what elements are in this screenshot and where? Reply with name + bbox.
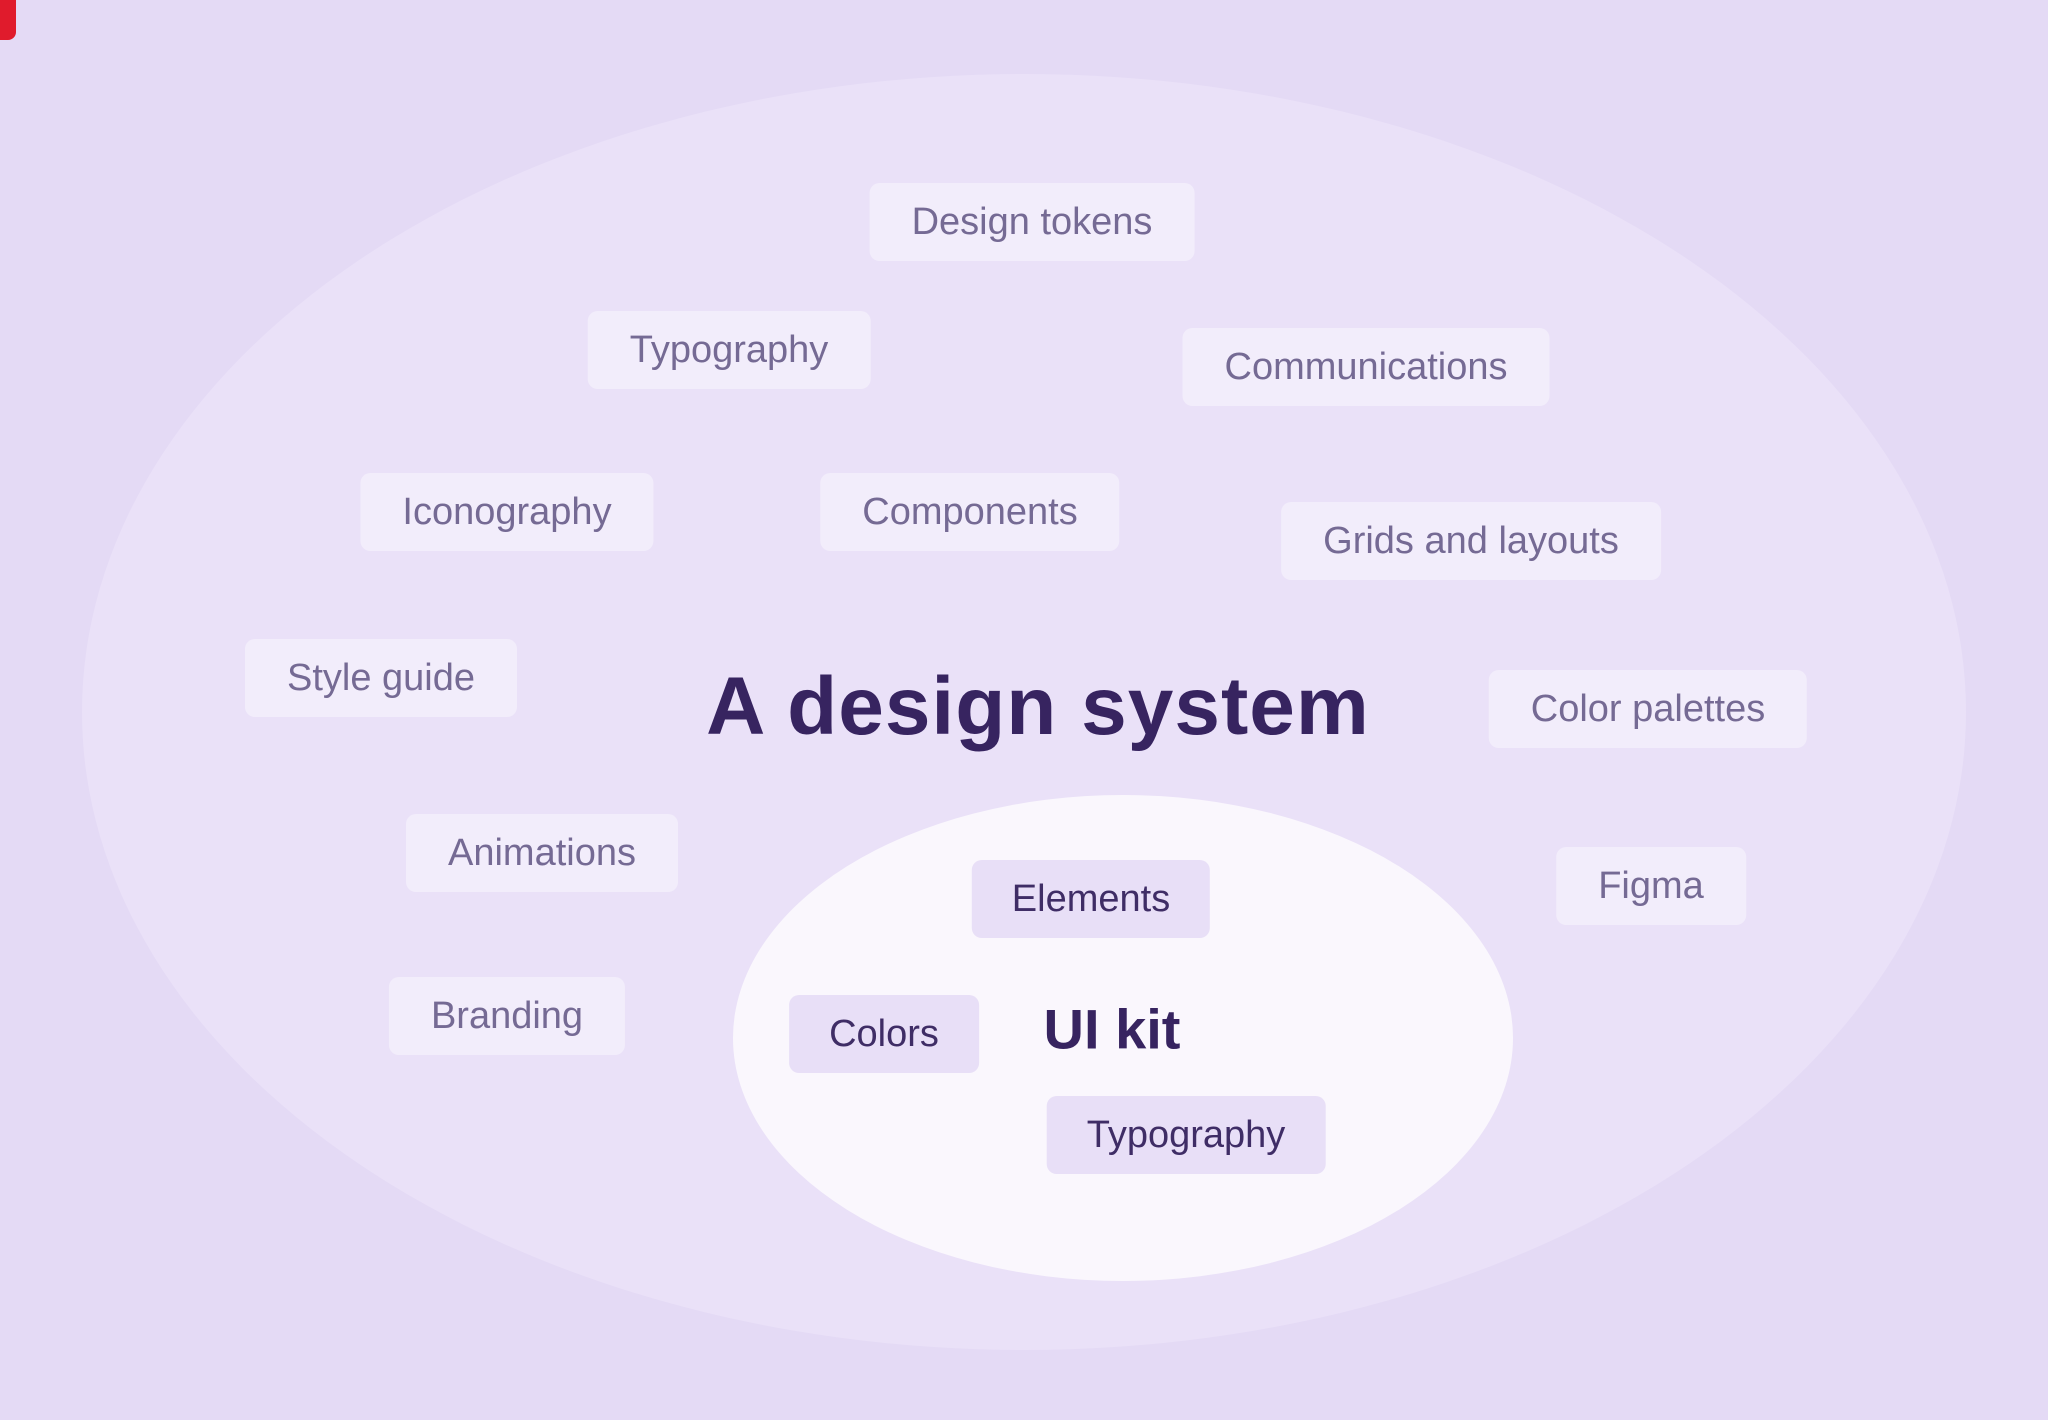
- chip-style-guide: Style guide: [244, 639, 518, 717]
- chip-components: Components: [820, 473, 1120, 551]
- chip-ui-typography: Typography: [1046, 1096, 1326, 1174]
- chip-design-tokens: Design tokens: [869, 183, 1195, 261]
- chip-branding: Branding: [388, 977, 626, 1055]
- chip-communications: Communications: [1182, 328, 1550, 406]
- chip-color-palettes: Color palettes: [1488, 670, 1808, 748]
- ui-kit-title: UI kit: [1043, 997, 1181, 1061]
- corner-red-artifact: [0, 0, 16, 40]
- chip-colors: Colors: [789, 995, 979, 1073]
- chip-typography: Typography: [587, 311, 871, 389]
- chip-figma: Figma: [1556, 847, 1746, 925]
- chip-animations: Animations: [406, 814, 678, 892]
- chip-iconography: Iconography: [360, 473, 654, 551]
- chip-elements: Elements: [971, 860, 1211, 938]
- diagram-title: A design system: [706, 661, 1370, 752]
- chip-grids-and-layouts: Grids and layouts: [1281, 502, 1661, 580]
